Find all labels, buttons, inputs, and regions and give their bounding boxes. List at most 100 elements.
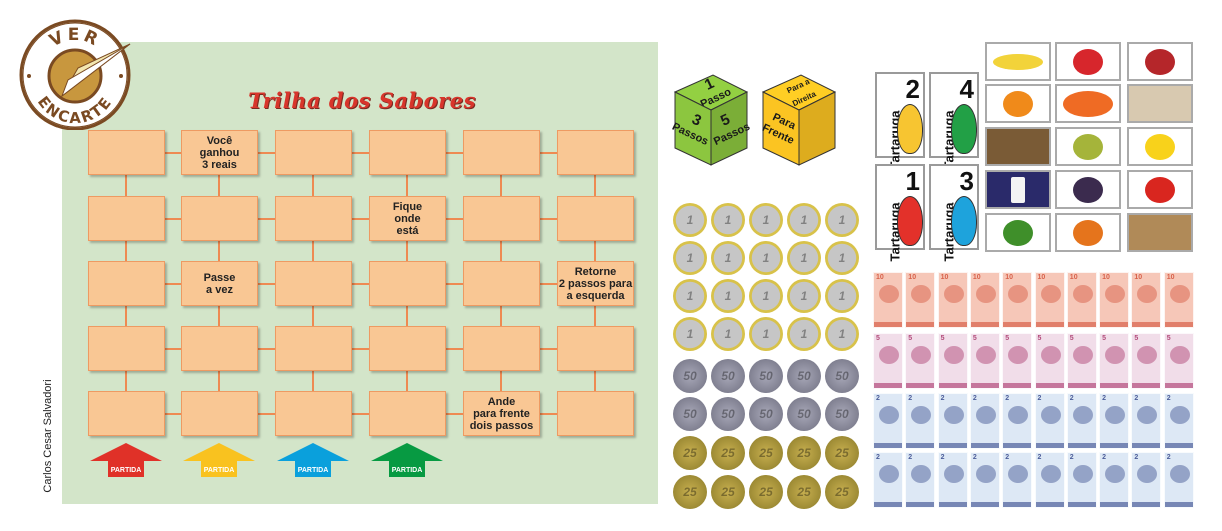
coin[interactable]: 1 — [711, 279, 745, 313]
food-card-grapes[interactable] — [1055, 170, 1121, 209]
banknote[interactable]: 10 — [1066, 272, 1097, 328]
banknote[interactable]: 10 — [1163, 272, 1194, 328]
board-cell[interactable] — [463, 196, 540, 241]
coin[interactable]: 50 — [749, 397, 783, 431]
board-cell[interactable]: Passe a vez — [181, 261, 258, 306]
banknote[interactable]: 5 — [905, 333, 936, 389]
board-cell[interactable]: Você ganhou 3 reais — [181, 130, 258, 175]
coin[interactable]: 1 — [749, 279, 783, 313]
coin[interactable]: 25 — [711, 436, 745, 470]
banknote[interactable]: 5 — [1131, 333, 1162, 389]
banknote[interactable]: 2 — [937, 393, 968, 449]
board-cell[interactable] — [181, 196, 258, 241]
coin[interactable]: 1 — [825, 279, 859, 313]
coin[interactable]: 1 — [825, 241, 859, 275]
board-cell[interactable] — [557, 130, 634, 175]
banknote[interactable]: 2 — [969, 393, 1000, 449]
board-cell[interactable] — [369, 261, 446, 306]
banknote[interactable]: 5 — [969, 333, 1000, 389]
coin[interactable]: 1 — [673, 203, 707, 237]
coin[interactable]: 25 — [787, 475, 821, 509]
coin[interactable]: 25 — [749, 436, 783, 470]
board-cell[interactable] — [557, 196, 634, 241]
banknote[interactable]: 10 — [1099, 272, 1130, 328]
banknote[interactable]: 10 — [969, 272, 1000, 328]
banknote[interactable]: 2 — [1034, 393, 1065, 449]
banknote[interactable]: 10 — [905, 272, 936, 328]
food-card-cheese[interactable] — [1127, 127, 1193, 166]
banknote[interactable]: 2 — [905, 452, 936, 508]
banknote[interactable]: 2 — [1002, 452, 1033, 508]
coin[interactable]: 1 — [749, 241, 783, 275]
banknote[interactable]: 5 — [1066, 333, 1097, 389]
food-card-banana[interactable] — [985, 42, 1051, 81]
banknote[interactable]: 2 — [873, 393, 903, 449]
banknote[interactable]: 5 — [1163, 333, 1194, 389]
banknote[interactable]: 2 — [1066, 452, 1097, 508]
coin[interactable]: 50 — [673, 359, 707, 393]
banknote[interactable]: 2 — [873, 452, 903, 508]
banknote[interactable]: 10 — [937, 272, 968, 328]
coin[interactable]: 1 — [787, 203, 821, 237]
banknote[interactable]: 2 — [1131, 393, 1162, 449]
food-card-orange[interactable] — [985, 84, 1051, 123]
banknote[interactable]: 10 — [873, 272, 903, 328]
coin[interactable]: 1 — [711, 317, 745, 351]
food-card-flour[interactable] — [1127, 84, 1193, 123]
coin[interactable]: 1 — [749, 317, 783, 351]
food-card-pear[interactable] — [1055, 127, 1121, 166]
coin[interactable]: 50 — [749, 359, 783, 393]
coin[interactable]: 50 — [673, 397, 707, 431]
board-cell[interactable] — [275, 391, 352, 436]
banknote[interactable]: 10 — [1131, 272, 1162, 328]
board-cell[interactable] — [88, 261, 165, 306]
board-cell[interactable] — [369, 391, 446, 436]
food-card-potato[interactable] — [1127, 213, 1193, 252]
coin[interactable]: 25 — [825, 436, 859, 470]
banknote[interactable]: 2 — [1163, 452, 1194, 508]
coin[interactable]: 50 — [825, 397, 859, 431]
food-card-apple[interactable] — [1127, 42, 1193, 81]
coin[interactable]: 50 — [711, 397, 745, 431]
banknote[interactable]: 2 — [969, 452, 1000, 508]
board-cell[interactable]: Ande para frente dois passos — [463, 391, 540, 436]
banknote[interactable]: 2 — [1099, 452, 1130, 508]
food-card-strawberry[interactable] — [1055, 42, 1121, 81]
coin[interactable]: 1 — [787, 241, 821, 275]
banknote[interactable]: 5 — [1099, 333, 1130, 389]
coin[interactable]: 25 — [749, 475, 783, 509]
food-card-lettuce[interactable] — [985, 213, 1051, 252]
food-card-carrot[interactable] — [1055, 84, 1121, 123]
board-cell[interactable] — [557, 326, 634, 371]
banknote[interactable]: 5 — [1002, 333, 1033, 389]
coin[interactable]: 1 — [825, 317, 859, 351]
board-cell[interactable] — [463, 261, 540, 306]
banknote[interactable]: 10 — [1002, 272, 1033, 328]
coin[interactable]: 25 — [673, 436, 707, 470]
food-card-pumpkin[interactable] — [1055, 213, 1121, 252]
board-cell[interactable] — [557, 391, 634, 436]
board-cell[interactable] — [275, 130, 352, 175]
banknote[interactable]: 10 — [1034, 272, 1065, 328]
food-card-grain[interactable] — [985, 127, 1051, 166]
food-card-milk[interactable] — [985, 170, 1051, 209]
board-cell[interactable] — [463, 326, 540, 371]
board-cell[interactable] — [88, 196, 165, 241]
coin[interactable]: 1 — [787, 279, 821, 313]
coin[interactable]: 50 — [825, 359, 859, 393]
board-cell[interactable] — [275, 196, 352, 241]
coin[interactable]: 1 — [711, 203, 745, 237]
coin[interactable]: 25 — [673, 475, 707, 509]
coin[interactable]: 1 — [749, 203, 783, 237]
banknote[interactable]: 2 — [1131, 452, 1162, 508]
coin[interactable]: 25 — [787, 436, 821, 470]
board-cell[interactable] — [275, 261, 352, 306]
board-cell[interactable]: Fique onde está — [369, 196, 446, 241]
banknote[interactable]: 5 — [1034, 333, 1065, 389]
coin[interactable]: 1 — [673, 241, 707, 275]
banknote[interactable]: 5 — [873, 333, 903, 389]
banknote[interactable]: 2 — [1002, 393, 1033, 449]
